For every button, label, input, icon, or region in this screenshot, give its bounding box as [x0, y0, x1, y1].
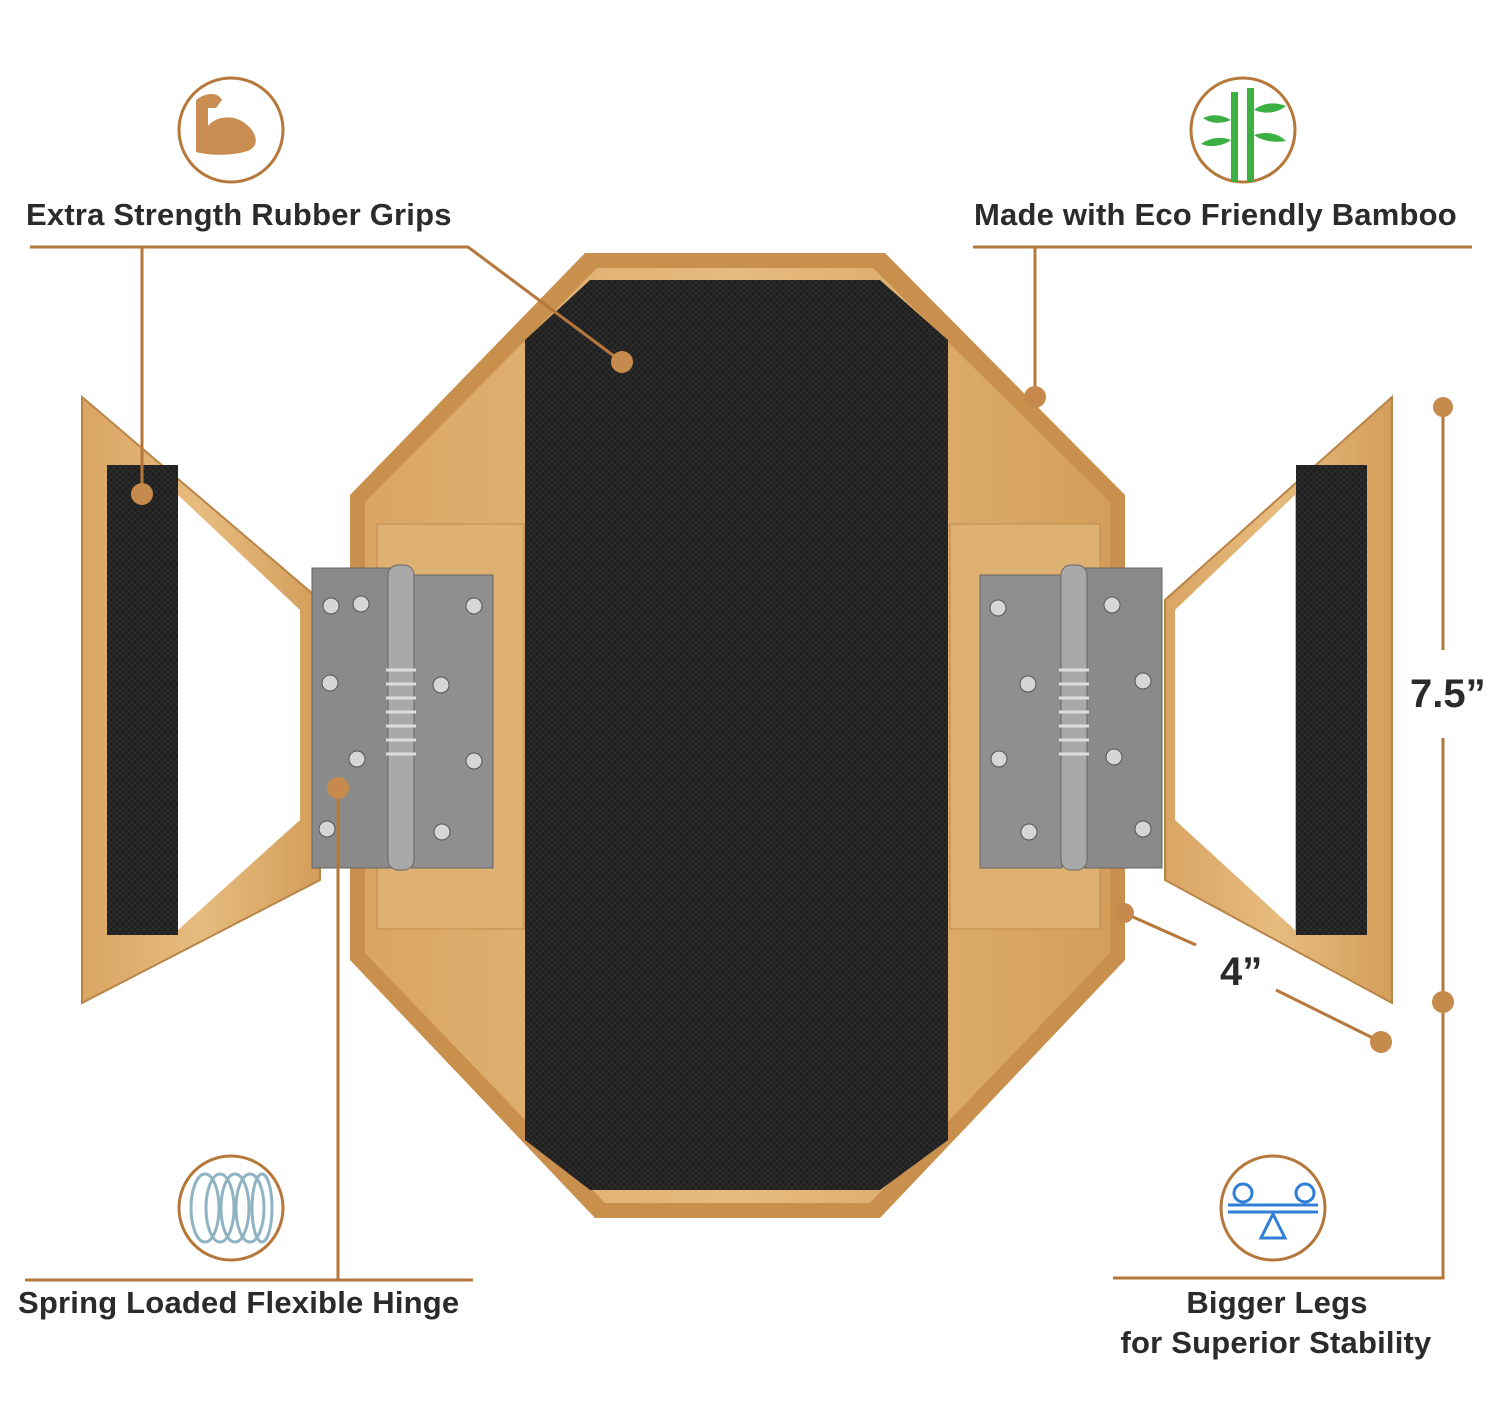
right-rubber-grip [1296, 465, 1367, 935]
muscle-icon [177, 76, 285, 184]
depth-dimension: 4” [1220, 950, 1263, 994]
left-hinge [311, 564, 494, 871]
balance-icon [1219, 1154, 1327, 1262]
right-leg [1164, 394, 1393, 1005]
spring-icon [177, 1154, 285, 1262]
right-hinge [979, 564, 1163, 871]
hinge-label: Spring Loaded Flexible Hinge [18, 1285, 460, 1320]
legs-label-line1: Bigger Legs [1186, 1285, 1368, 1320]
height-dimension: 7.5” [1410, 672, 1486, 716]
left-rubber-grip [107, 465, 178, 935]
left-leg [81, 394, 321, 1005]
callout-dots [131, 351, 1454, 1053]
bamboo-icon [1189, 76, 1297, 184]
rubber-mat [525, 280, 948, 1190]
bamboo-label: Made with Eco Friendly Bamboo [974, 197, 1457, 232]
legs-label-line2: for Superior Stability [1120, 1325, 1432, 1360]
grips-label: Extra Strength Rubber Grips [26, 197, 452, 232]
